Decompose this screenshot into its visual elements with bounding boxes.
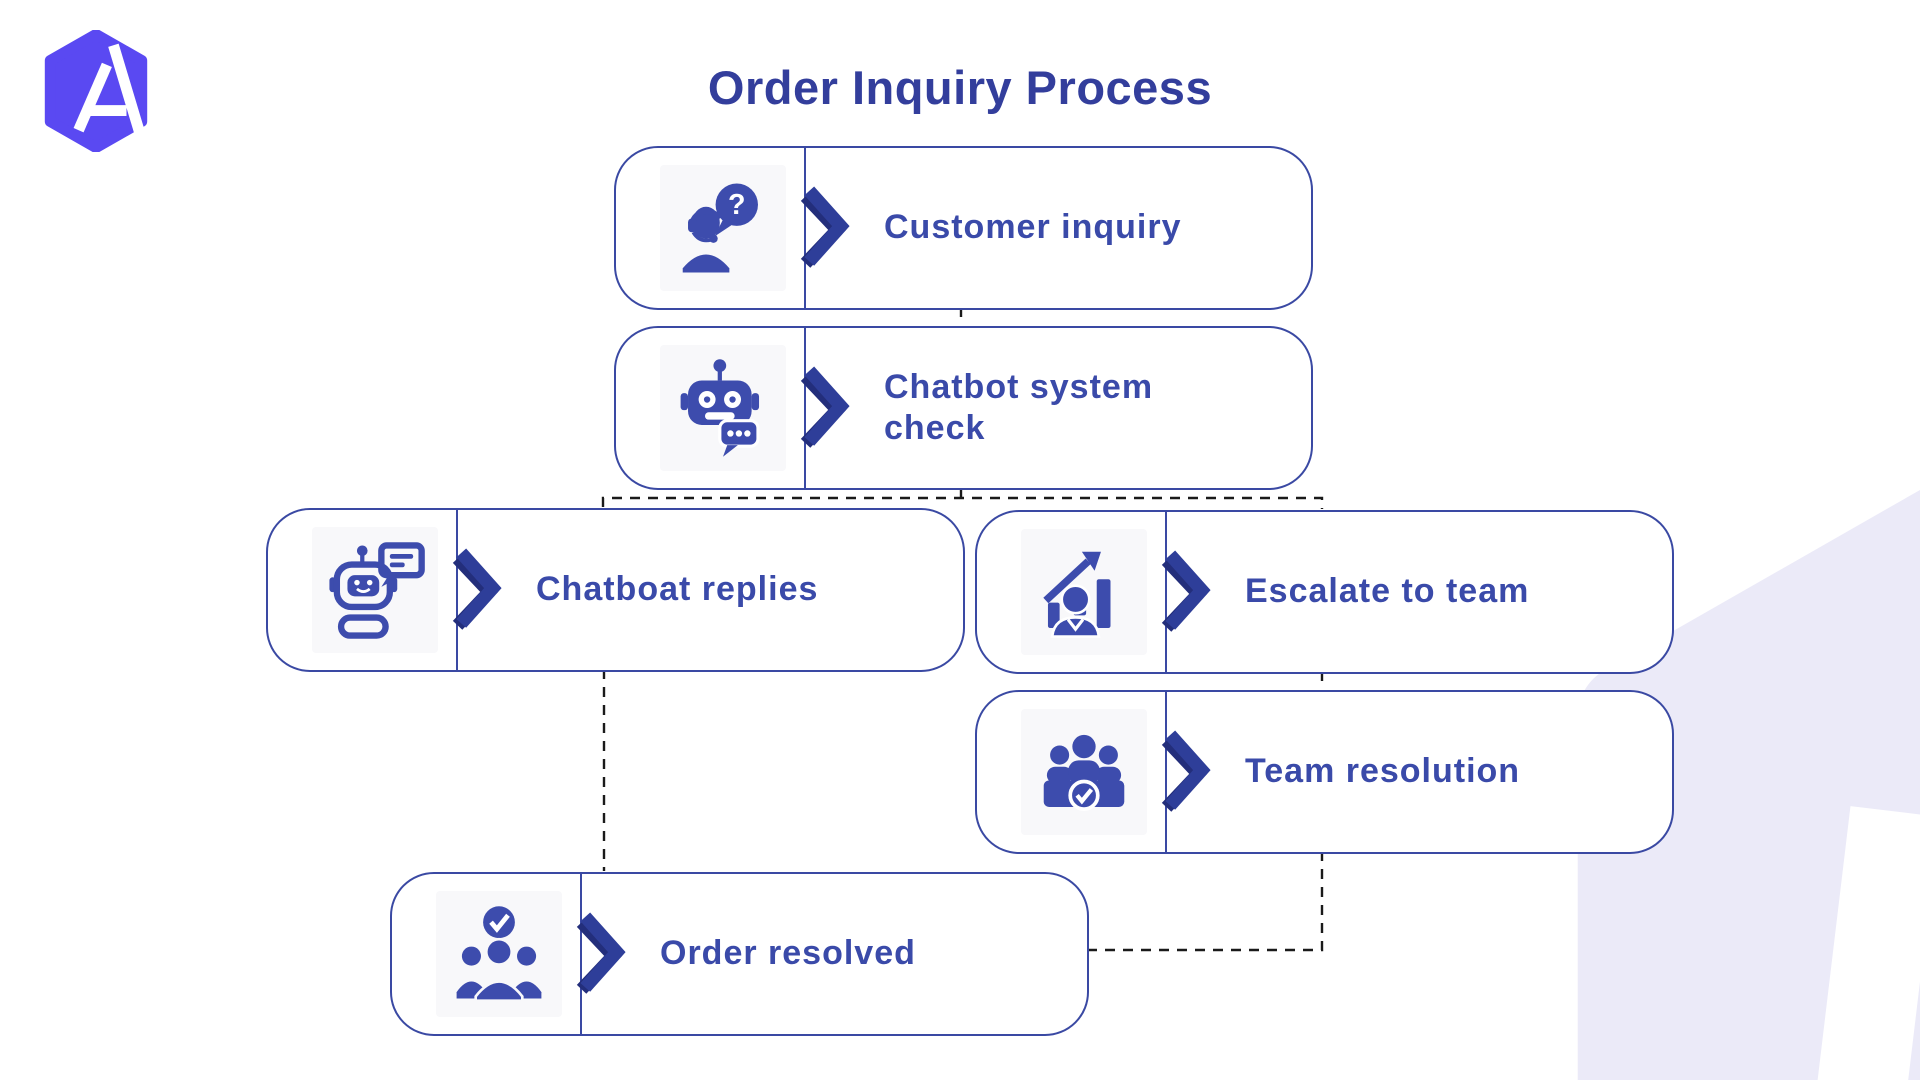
- brand-hexagon-logo: [44, 30, 148, 152]
- node-divider: [1165, 512, 1168, 672]
- logo-a-left-leg: [73, 62, 112, 133]
- node-label: Chatbot system check: [884, 367, 1154, 447]
- chevron-right-icon: [576, 912, 626, 994]
- node-label: Customer inquiry: [884, 208, 1182, 247]
- robot-speech-bubble-icon: [312, 527, 438, 653]
- node-label: Escalate to team: [1245, 572, 1530, 611]
- support-agent-question-icon: ?: [660, 165, 786, 291]
- node-chatbot-system-check: Chatbot system check: [614, 326, 1313, 490]
- node-order-resolved: Order resolved: [390, 872, 1089, 1036]
- question-glyph: ?: [728, 189, 745, 221]
- chevron-right-icon: [800, 186, 850, 268]
- chevron-right-icon: [1161, 550, 1211, 632]
- watermark-a-leg: [1817, 806, 1920, 1080]
- escalation-growth-person-icon: [1021, 529, 1147, 655]
- group-check-icon: [436, 891, 562, 1017]
- node-divider: [804, 148, 807, 308]
- node-divider: [456, 510, 459, 670]
- node-escalate-to-team: Escalate to team: [975, 510, 1674, 674]
- chatbot-dots-bubble-icon: [660, 345, 786, 471]
- node-chatboat-replies: Chatboat replies: [266, 508, 965, 672]
- chevron-right-icon: [452, 548, 502, 630]
- page-title: Order Inquiry Process: [707, 61, 1213, 114]
- edge-resolution-to-resolved: [1086, 851, 1324, 952]
- team-desk-check-icon: [1021, 709, 1147, 835]
- node-customer-inquiry: ? Customer inquiry: [614, 146, 1313, 310]
- node-label: Order resolved: [660, 934, 916, 973]
- node-team-resolution: Team resolution: [975, 690, 1674, 854]
- edge-branch-horizontal: [601, 496, 1324, 509]
- node-divider: [804, 328, 807, 488]
- logo-a-right-leg: [108, 43, 145, 134]
- node-label: Chatboat replies: [536, 570, 819, 609]
- node-label: Team resolution: [1245, 752, 1521, 791]
- chevron-right-icon: [800, 366, 850, 448]
- chevron-right-icon: [1161, 730, 1211, 812]
- node-divider: [580, 874, 583, 1034]
- node-divider: [1165, 692, 1168, 852]
